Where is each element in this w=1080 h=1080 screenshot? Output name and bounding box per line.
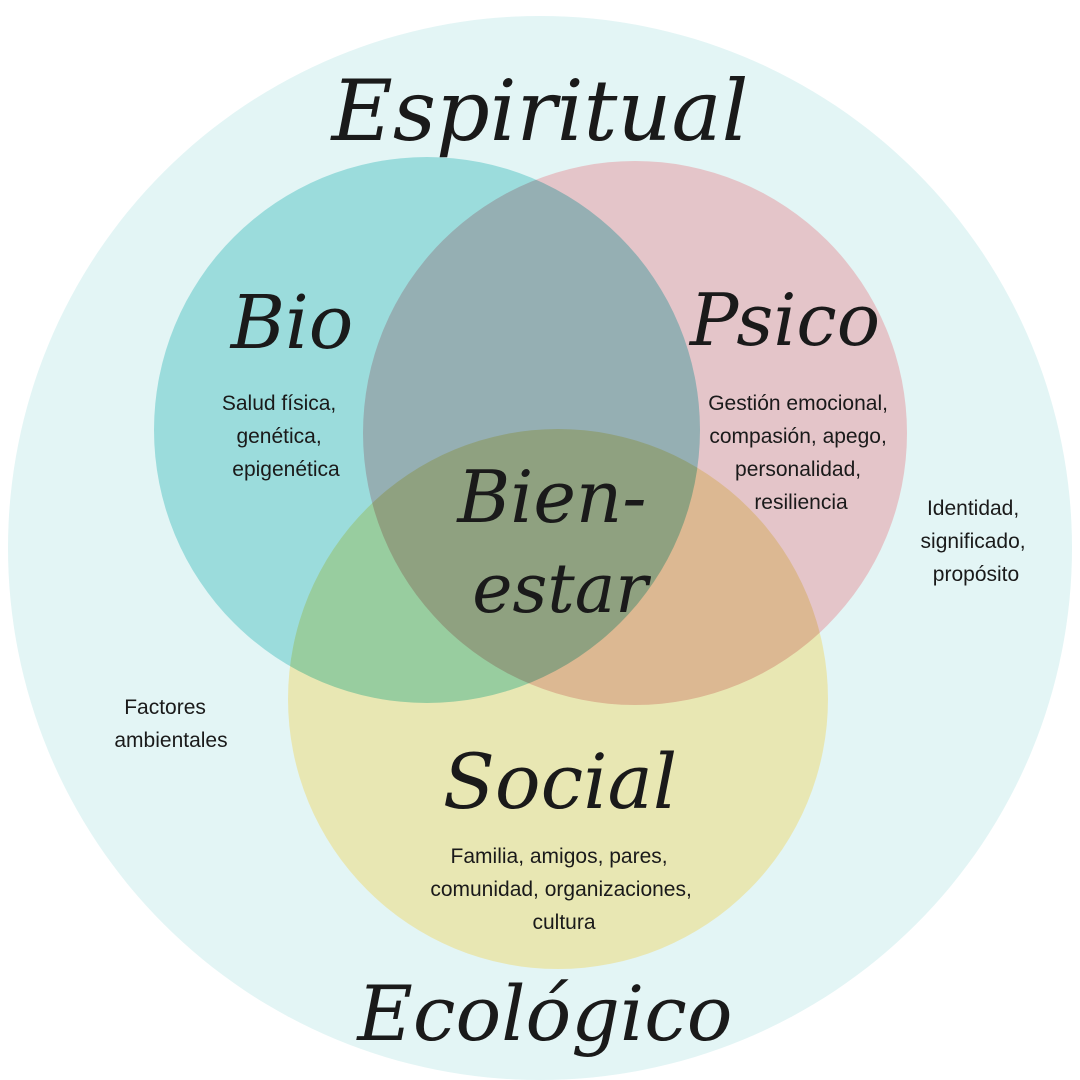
psico-title: Psico [688,278,880,362]
bio-line: genética, [236,425,321,448]
spiritual-line: propósito [933,563,1019,586]
spiritual-line: significado, [921,530,1026,553]
bio-line: epigenética [232,458,340,481]
social-line: comunidad, organizaciones, [430,878,692,901]
psico-line: Gestión emocional, [708,392,888,415]
psico-line: personalidad, [735,458,861,481]
social-circle [288,429,828,969]
spiritual-description: Identidad, significado, propósito [921,497,1032,586]
ambient-description: Factores ambientales [114,696,227,752]
bio-line: Salud física, [222,392,336,415]
psico-line: compasión, apego, [709,425,886,448]
bio-description: Salud física, genética, epigenética [222,392,342,481]
bio-title: Bio [229,280,354,366]
psico-description: Gestión emocional, compasión, apego, per… [708,392,894,514]
psico-line: resiliencia [754,491,848,514]
social-description: Familia, amigos, pares, comunidad, organ… [430,845,697,934]
center-title-line1: Bien- [455,455,646,539]
center-title-line2: estar [472,550,651,629]
ambient-line: Factores [124,696,206,719]
ecological-title: Ecológico [355,969,732,1058]
social-line: Familia, amigos, pares, [451,845,668,868]
ambient-line: ambientales [114,729,227,752]
spiritual-title: Espiritual [330,62,749,160]
spiritual-line: Identidad, [927,497,1019,520]
social-line: cultura [532,911,595,934]
social-title: Social [443,737,677,826]
